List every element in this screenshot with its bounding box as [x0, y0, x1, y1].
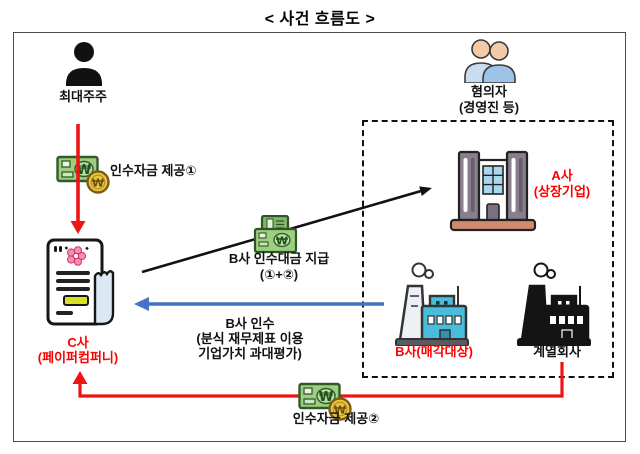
company-c-icon	[38, 236, 118, 335]
payment-label: B사 인수대금 지급	[228, 251, 330, 266]
suspects-label: 혐의자	[471, 84, 507, 99]
fund1-label: 인수자금 제공①	[110, 163, 197, 178]
company-c-sublabel: (페이퍼컴퍼니)	[37, 350, 119, 365]
payment-sublabel: (①+②)	[259, 267, 299, 282]
svg-text:₩: ₩	[77, 163, 92, 178]
company-c-label: C사	[67, 335, 89, 350]
fund2-label: 인수자금 제공②	[292, 411, 380, 426]
flower-stamp	[64, 246, 89, 266]
diagram-border	[13, 32, 626, 442]
money-icon-fund1: ₩ ₩	[56, 150, 110, 199]
largest-shareholder-label: 최대주주	[59, 89, 107, 104]
company-b-icon	[392, 260, 472, 351]
suspects-sublabel: (경영진 등)	[458, 100, 520, 115]
svg-text:₩: ₩	[92, 177, 104, 190]
money-icon-fund2: ₩ ₩	[298, 377, 352, 426]
company-a-sublabel: (상장기업)	[533, 184, 591, 199]
svg-text:₩: ₩	[334, 404, 346, 417]
acquisition-line1: B사 인수	[225, 316, 275, 331]
acquisition-line2: (분식 재무제표 이용	[196, 331, 304, 346]
svg-text:₩: ₩	[276, 235, 288, 248]
company-a-icon	[449, 144, 537, 237]
company-b-label: B사(매각대상)	[395, 344, 473, 359]
diagram-title: < 사건 흐름도 >	[264, 11, 376, 28]
acquisition-line3: 기업가치 과대평가)	[198, 346, 302, 361]
largest-shareholder-icon	[64, 42, 104, 91]
suspects-icon	[459, 37, 519, 88]
affiliate-icon	[514, 260, 594, 351]
money-icon-payment: ₩	[252, 214, 302, 260]
affiliate-label: 계열회사	[533, 344, 581, 359]
b-acquisition-arrow	[134, 297, 384, 311]
suspects-group-box	[362, 120, 614, 378]
svg-text:₩: ₩	[319, 390, 334, 405]
company-a-label: A사	[551, 168, 573, 183]
